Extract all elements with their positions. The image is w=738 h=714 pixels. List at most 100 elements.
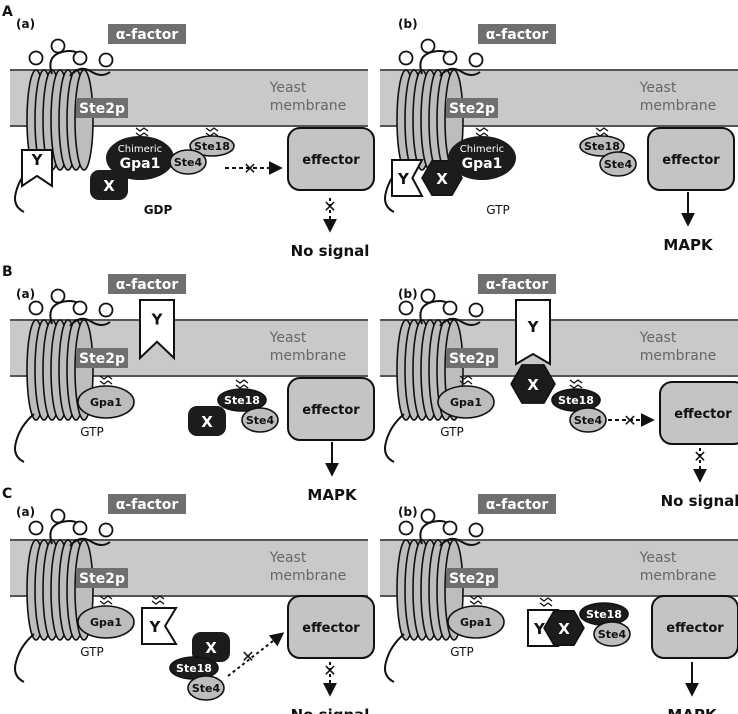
sublabel: (b) xyxy=(398,287,418,301)
blocked-arrow xyxy=(228,634,282,676)
lipid-anchor xyxy=(100,376,112,384)
mapk-label: MAPK xyxy=(663,236,714,254)
ste4-label: Ste4 xyxy=(574,414,603,427)
lipid-anchor xyxy=(100,596,112,604)
ste2p-label: Ste2p xyxy=(79,101,125,117)
mapk-label: MAPK xyxy=(307,486,358,504)
ste4-label: Ste4 xyxy=(598,628,627,641)
block-mark: ✕ xyxy=(623,411,636,430)
alpha-factor-molecule xyxy=(30,52,43,65)
receptor-helix xyxy=(75,70,93,170)
ste4-label: Ste4 xyxy=(246,414,275,427)
ste18-label: Ste18 xyxy=(194,140,230,153)
alpha-factor-label: α-factor xyxy=(116,497,179,513)
y-label: Y xyxy=(31,151,44,169)
effector-label: effector xyxy=(662,153,720,168)
effector-label: effector xyxy=(302,153,360,168)
membrane-label-2: membrane xyxy=(270,348,347,364)
effector-label: effector xyxy=(666,621,724,636)
alpha-factor-molecule xyxy=(30,302,43,315)
sublabel: (a) xyxy=(16,287,35,301)
gtp-label: GTP xyxy=(80,645,103,659)
membrane-label-2: membrane xyxy=(640,98,717,114)
gpa1-label: Gpa1 xyxy=(460,616,492,629)
membrane-label-1: Yeast xyxy=(269,80,307,96)
lipid-anchor xyxy=(470,596,482,604)
gpa1-label: Gpa1 xyxy=(90,396,122,409)
lipid-anchor xyxy=(152,596,164,604)
receptor-tail xyxy=(15,414,34,462)
sublabel: (b) xyxy=(398,17,418,31)
ste2p-label: Ste2p xyxy=(449,101,495,117)
alpha-factor-molecule xyxy=(422,510,435,523)
alpha-factor-molecule xyxy=(422,40,435,53)
ste4-label: Ste4 xyxy=(174,156,203,169)
section-label-B: B xyxy=(2,264,13,280)
alpha-factor-molecule xyxy=(100,524,113,537)
membrane-label-2: membrane xyxy=(640,568,717,584)
ste18-label: Ste18 xyxy=(584,140,620,153)
x-label: X xyxy=(103,177,115,195)
alpha-factor-label: α-factor xyxy=(486,277,549,293)
y-label: Y xyxy=(148,618,161,636)
lipid-anchor xyxy=(596,128,608,136)
receptor-tail xyxy=(385,634,404,682)
alpha-factor-label: α-factor xyxy=(486,497,549,513)
gpa1-label: Gpa1 xyxy=(450,396,482,409)
gtp-label: GTP xyxy=(440,425,463,439)
alpha-factor-label: α-factor xyxy=(486,27,549,43)
gtp-label: GTP xyxy=(80,425,103,439)
lipid-anchor xyxy=(540,598,552,606)
alpha-factor-molecule xyxy=(100,54,113,67)
alpha-factor-molecule xyxy=(470,524,483,537)
alpha-factor-molecule xyxy=(444,52,457,65)
x-label: X xyxy=(436,170,448,188)
alpha-factor-molecule xyxy=(444,302,457,315)
panel-Aa: Yeastmembraneα-factorSte2pYChimericGpa1X… xyxy=(10,24,374,260)
membrane-label-2: membrane xyxy=(270,568,347,584)
x-label: X xyxy=(205,639,217,657)
mapk-label: MAPK xyxy=(667,706,718,714)
x-label: X xyxy=(527,376,539,394)
alpha-factor-molecule xyxy=(470,54,483,67)
block-mark: ✕ xyxy=(323,661,336,680)
section-label-A: A xyxy=(2,4,13,20)
gpa1-label: Gpa1 xyxy=(90,616,122,629)
membrane-label-1: Yeast xyxy=(269,550,307,566)
ste4-label: Ste4 xyxy=(604,158,633,171)
ste2p-label: Ste2p xyxy=(79,571,125,587)
ste2p-label: Ste2p xyxy=(79,351,125,367)
membrane-label-1: Yeast xyxy=(639,330,677,346)
lipid-anchor xyxy=(236,380,248,388)
ste18-label: Ste18 xyxy=(224,394,260,407)
lipid-anchor xyxy=(206,128,218,136)
block-mark: ✕ xyxy=(243,159,256,178)
panel-Ca: Yeastmembraneα-factorSte2pGpa1GTPYXSte18… xyxy=(10,494,374,714)
x-label: X xyxy=(558,620,570,638)
no-signal-label: No signal xyxy=(291,706,370,714)
receptor-tail xyxy=(15,634,34,682)
y-label: Y xyxy=(527,318,540,336)
alpha-factor-molecule xyxy=(444,522,457,535)
block-mark: ✕ xyxy=(693,447,706,466)
membrane-label-1: Yeast xyxy=(639,550,677,566)
no-signal-label: No signal xyxy=(661,492,738,510)
alpha-factor-molecule xyxy=(74,522,87,535)
alpha-factor-molecule xyxy=(74,52,87,65)
ste2p-label: Ste2p xyxy=(449,571,495,587)
alpha-factor-molecule xyxy=(470,304,483,317)
lipid-anchor xyxy=(570,380,582,388)
chimeric-label: Chimeric xyxy=(118,144,162,155)
ste18-label: Ste18 xyxy=(558,394,594,407)
effector-label: effector xyxy=(302,621,360,636)
membrane-label-1: Yeast xyxy=(639,80,677,96)
lipid-anchor xyxy=(476,128,488,136)
gpa1-label: Gpa1 xyxy=(462,156,503,172)
section-label-C: C xyxy=(2,486,12,502)
membrane-label-2: membrane xyxy=(270,98,347,114)
gtp-label: GTP xyxy=(486,203,509,217)
alpha-factor-molecule xyxy=(74,302,87,315)
gpa1-label: Gpa1 xyxy=(120,156,161,172)
membrane-label-2: membrane xyxy=(640,348,717,364)
